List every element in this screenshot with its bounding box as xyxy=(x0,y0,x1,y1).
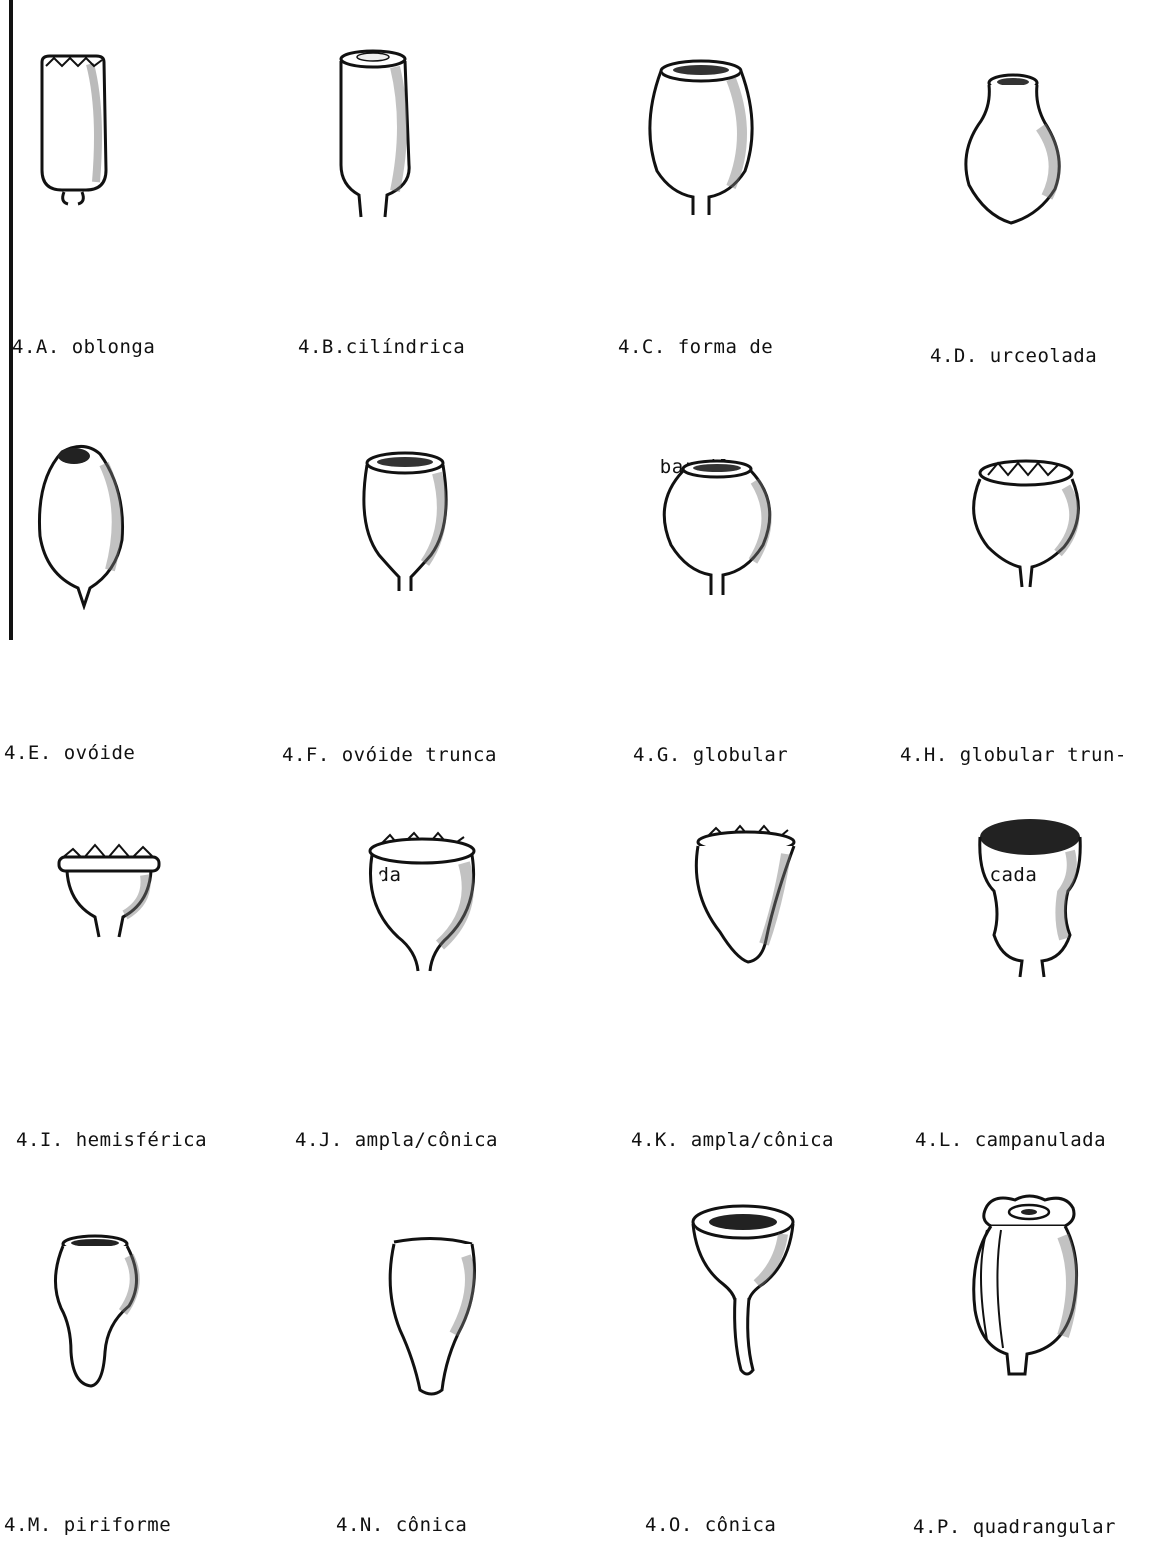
caption-4j: 4.J. ampla/cônica xyxy=(295,1040,498,1160)
caption-4g: 4.G. globular xyxy=(633,655,788,775)
caption-line: 4.O. cônica xyxy=(645,1505,776,1545)
caption-line: 4.E. ovóide xyxy=(4,733,135,773)
caption-line: 4.F. ovóide trunca xyxy=(282,735,497,775)
caption-4d: 4.D. urceolada xyxy=(930,256,1097,376)
fruit-ampla-conica-j-drawing xyxy=(360,825,485,975)
fruit-conica-o-drawing xyxy=(683,1200,808,1380)
caption-line: 4.D. urceolada xyxy=(930,336,1097,376)
caption-4i: 4.I. hemisférica xyxy=(16,1040,207,1160)
caption-line: 4.I. hemisférica xyxy=(16,1120,207,1160)
fruit-urceolada-drawing xyxy=(955,65,1075,235)
fruit-globular-truncada-drawing xyxy=(962,455,1092,590)
caption-line: 4.J. ampla/cônica xyxy=(295,1120,498,1160)
caption-line: 4.N. cônica xyxy=(336,1505,467,1545)
caption-line: 4.L. campanulada xyxy=(915,1120,1106,1160)
caption-line: 4.A. oblonga xyxy=(12,327,155,367)
caption-line: 4.M. piriforme xyxy=(4,1505,171,1545)
fruit-piriforme-drawing xyxy=(45,1228,155,1393)
caption-line: 4.K. ampla/cônica xyxy=(631,1120,834,1160)
fruit-cilindrica-drawing xyxy=(325,45,425,220)
fruit-ampla-conica-k-drawing xyxy=(690,820,805,970)
fruit-barril-drawing xyxy=(635,55,765,220)
fruit-oblonga-drawing xyxy=(30,50,120,210)
caption-4e: 4.E. ovóide xyxy=(4,653,135,773)
fruit-conica-n-drawing xyxy=(380,1230,490,1400)
fruit-campanulada-drawing xyxy=(972,815,1092,980)
caption-4m: 4.M. piriforme xyxy=(4,1425,171,1545)
caption-line: 4.P. quadrangular xyxy=(913,1507,1116,1547)
caption-4o: 4.O. cônica xyxy=(645,1425,776,1545)
caption-4b: 4.B.cilíndrica xyxy=(298,247,465,367)
caption-line: 4.G. globular xyxy=(633,735,788,775)
caption-line: 4.B.cilíndrica xyxy=(298,327,465,367)
fruit-hemisferica-drawing xyxy=(55,825,165,940)
caption-4l: 4.L. campanulada xyxy=(915,1040,1106,1160)
caption-line: 4.C. forma de xyxy=(618,327,773,367)
fruit-globular-drawing xyxy=(655,455,780,600)
caption-4p: 4.P. quadrangular xyxy=(913,1427,1116,1547)
caption-4k: 4.K. ampla/cônica xyxy=(631,1040,834,1160)
fruit-ovoide-drawing xyxy=(30,440,130,610)
caption-4c: 4.C. forma de barril xyxy=(618,247,773,487)
fruit-quadrangular-drawing xyxy=(965,1190,1090,1380)
caption-line: 4.H. globular trun- xyxy=(900,735,1127,775)
fruit-ovoide-truncada-drawing xyxy=(355,445,455,595)
caption-4a: 4.A. oblonga xyxy=(12,247,155,367)
caption-4n: 4.N. cônica xyxy=(336,1425,467,1545)
